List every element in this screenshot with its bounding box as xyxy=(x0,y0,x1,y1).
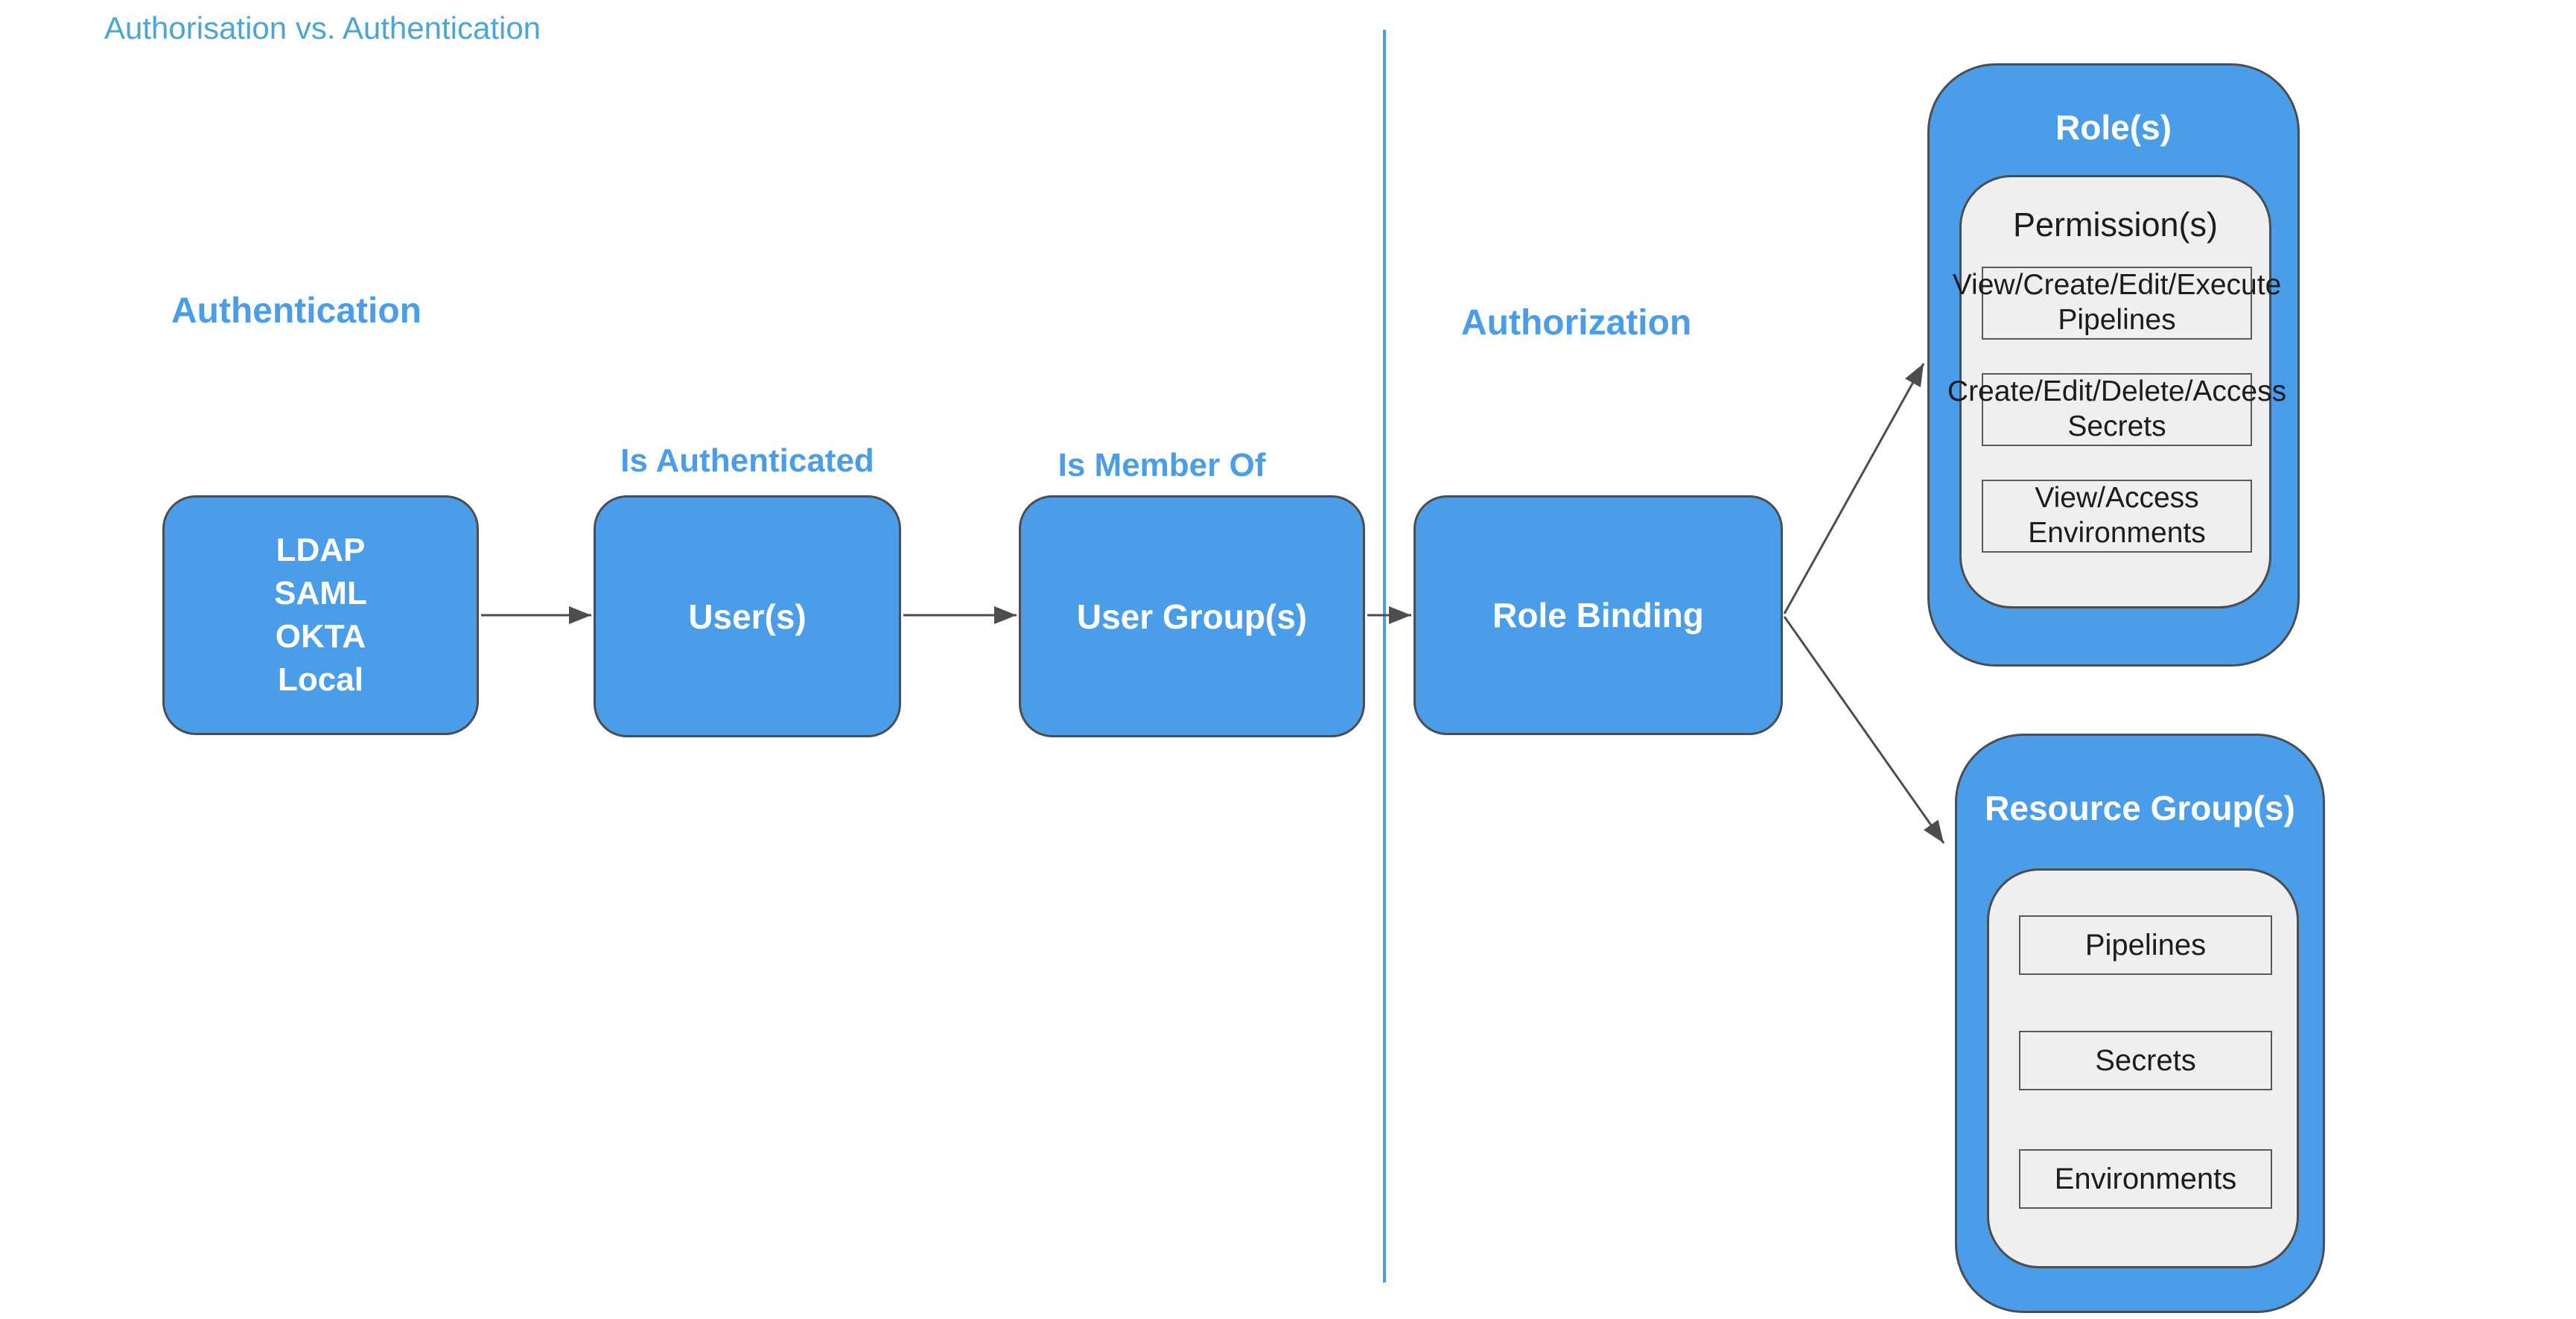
node-users: User(s) xyxy=(594,495,901,737)
node-identity-providers: LDAP SAML OKTA Local xyxy=(162,495,479,735)
identity-providers-list: LDAP SAML OKTA Local xyxy=(274,529,367,702)
page-title: Authorisation vs. Authentication xyxy=(104,10,541,45)
resource-item-pipelines: Pipelines xyxy=(2019,915,2272,975)
node-users-label: User(s) xyxy=(688,597,807,636)
permission-item-secrets: Create/Edit/Delete/Access Secrets xyxy=(1947,373,2286,446)
resource-item-secrets: Secrets xyxy=(2019,1031,2272,1090)
resource-groups-title: Resource Group(s) xyxy=(1985,789,2295,827)
arrow-rolebinding-to-roles xyxy=(1783,363,1925,614)
identity-provider-okta: OKTA xyxy=(275,618,366,655)
permission-item-pipelines: View/Create/Edit/Execute Pipelines xyxy=(1953,267,2281,340)
resource-item-environments: Environments xyxy=(2019,1149,2272,1209)
node-user-groups: User Group(s) xyxy=(1019,495,1365,737)
roles-container: Role(s) Permission(s) View/Create/Edit/E… xyxy=(1927,63,2300,667)
permission-item-environments: View/Access Environments xyxy=(1982,480,2252,553)
identity-provider-local: Local xyxy=(278,661,363,698)
permissions-panel: Permission(s) View/Create/Edit/Execute P… xyxy=(1947,175,2286,608)
identity-provider-saml: SAML xyxy=(274,575,367,611)
permissions-title: Permission(s) xyxy=(2012,206,2219,244)
edge-label-is-authenticated: Is Authenticated xyxy=(620,442,874,479)
arrow-rolebinding-to-resource-groups xyxy=(1783,616,1945,844)
node-user-groups-label: User Group(s) xyxy=(1076,597,1308,636)
resources-panel: Pipelines Secrets Environments xyxy=(1987,868,2299,1268)
edge-label-is-member-of: Is Member Of xyxy=(1058,447,1266,483)
authentication-heading: Authentication xyxy=(171,291,422,331)
roles-title: Role(s) xyxy=(2055,108,2172,147)
identity-provider-ldap: LDAP xyxy=(276,532,366,568)
resource-groups-container: Resource Group(s) Pipelines Secrets Envi… xyxy=(1955,734,2325,1313)
section-divider-line xyxy=(1383,30,1386,1283)
node-role-binding-label: Role Binding xyxy=(1492,596,1704,635)
node-role-binding: Role Binding xyxy=(1413,495,1783,735)
authorization-heading: Authorization xyxy=(1461,303,1692,343)
